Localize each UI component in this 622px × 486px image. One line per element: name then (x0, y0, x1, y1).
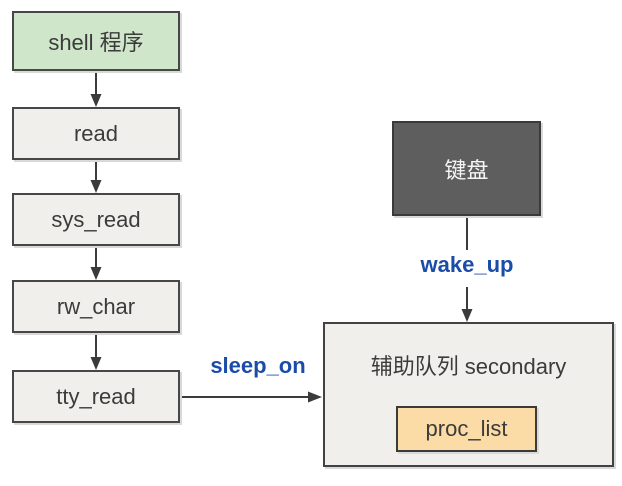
node-keyboard: 键盘 (392, 121, 541, 216)
arrow-sleep-on (180, 391, 322, 403)
node-sys-read: sys_read (12, 193, 180, 246)
node-read: read (12, 107, 180, 160)
node-tty-read-label: tty_read (56, 383, 136, 409)
node-sys-read-label: sys_read (51, 206, 141, 232)
edge-label-sleep-on: sleep_on (210, 353, 306, 378)
node-proc-list: proc_list (396, 406, 537, 452)
node-rw-char-label: rw_char (56, 293, 136, 319)
arrow-read-to-sysread (90, 160, 102, 193)
node-tty-read: tty_read (12, 370, 180, 423)
node-secondary-queue-label: 辅助队列 secondary (370, 354, 567, 379)
arrow-sysread-to-rwchar (90, 246, 102, 280)
node-proc-list-label: proc_list (425, 416, 508, 441)
node-keyboard-label: 键盘 (444, 157, 489, 183)
node-shell-program: shell 程序 (12, 11, 180, 71)
node-shell-program-label: shell 程序 (48, 30, 144, 55)
node-rw-char: rw_char (12, 280, 180, 333)
arrow-rwchar-to-ttyread (90, 333, 102, 370)
arrow-shell-to-read (90, 71, 102, 107)
edge-label-wake-up: wake_up (420, 252, 514, 277)
node-read-label: read (73, 120, 119, 146)
